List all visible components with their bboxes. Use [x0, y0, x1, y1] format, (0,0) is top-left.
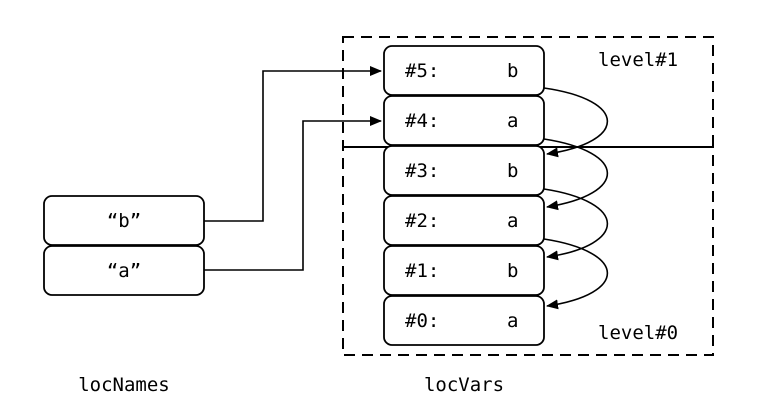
loc-var-index: #0: [405, 310, 439, 332]
loc-var-name: a [507, 210, 518, 232]
level-1-frame [342, 36, 714, 148]
loc-var-slot-3: #3: b [383, 145, 545, 196]
loc-var-name: b [507, 260, 518, 282]
loc-var-slot-2: #2: a [383, 195, 545, 246]
loc-name-label: “a” [107, 260, 141, 282]
loc-var-name: a [507, 110, 518, 132]
loc-var-name: b [507, 160, 518, 182]
loc-var-name: a [507, 310, 518, 332]
loc-vars-caption: locVars [424, 374, 504, 396]
chain-arrow-3-to-1 [543, 188, 608, 261]
level-0-label: level#0 [598, 322, 678, 344]
chain-arrow-2-to-0 [543, 238, 608, 310]
loc-var-index: #5: [405, 60, 439, 82]
chain-arrow-4-to-2 [543, 138, 608, 211]
loc-var-slot-4: #4: a [383, 95, 545, 146]
loc-name-entry-b: “b” [43, 195, 205, 246]
loc-var-slot-1: #1: b [383, 245, 545, 296]
loc-var-index: #3: [405, 160, 439, 182]
loc-name-entry-a: “a” [43, 245, 205, 296]
loc-var-name: b [507, 60, 518, 82]
loc-name-label: “b” [107, 210, 141, 232]
loc-var-index: #4: [405, 110, 439, 132]
level-1-label: level#1 [598, 49, 678, 71]
loc-var-slot-0: #0: a [383, 295, 545, 346]
loc-var-index: #2: [405, 210, 439, 232]
chain-arrow-5-to-3 [543, 87, 608, 158]
arrow-a-to-slot-4 [204, 116, 382, 271]
arrow-b-to-slot-5 [204, 66, 382, 222]
loc-var-index: #1: [405, 260, 439, 282]
loc-names-caption: locNames [78, 374, 170, 396]
loc-var-slot-5: #5: b [383, 45, 545, 96]
